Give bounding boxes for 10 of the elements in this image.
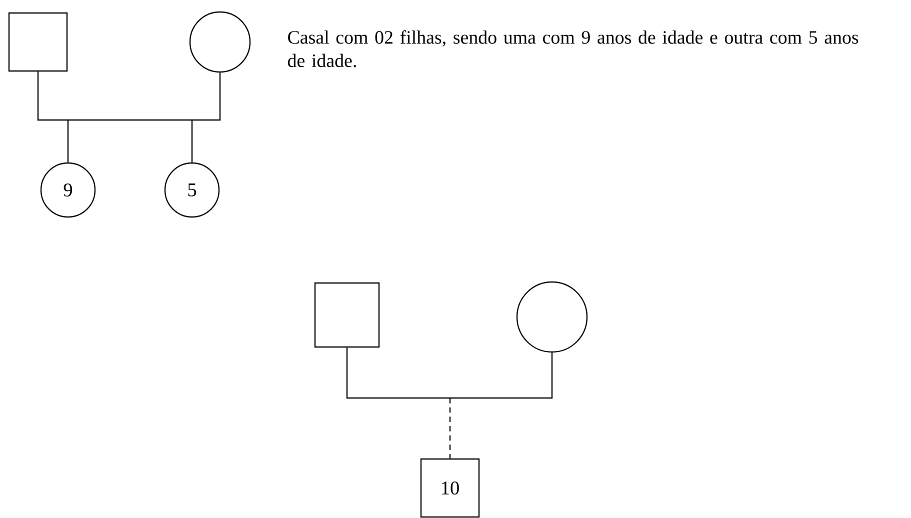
descent-line: [191, 120, 193, 162]
descent-line: [449, 398, 451, 458]
circle-symbol: [516, 281, 588, 353]
circle-symbol: [189, 11, 251, 73]
couple-line: [37, 72, 221, 121]
couple-line: [346, 348, 553, 399]
descent-line: [67, 120, 69, 162]
square-symbol: [8, 12, 68, 72]
square-symbol: [314, 282, 380, 348]
note-text: Casal com 02 filhas, sendo uma com 9 anos de idade e outra com 5 anos de idade.: [288, 30, 858, 68]
